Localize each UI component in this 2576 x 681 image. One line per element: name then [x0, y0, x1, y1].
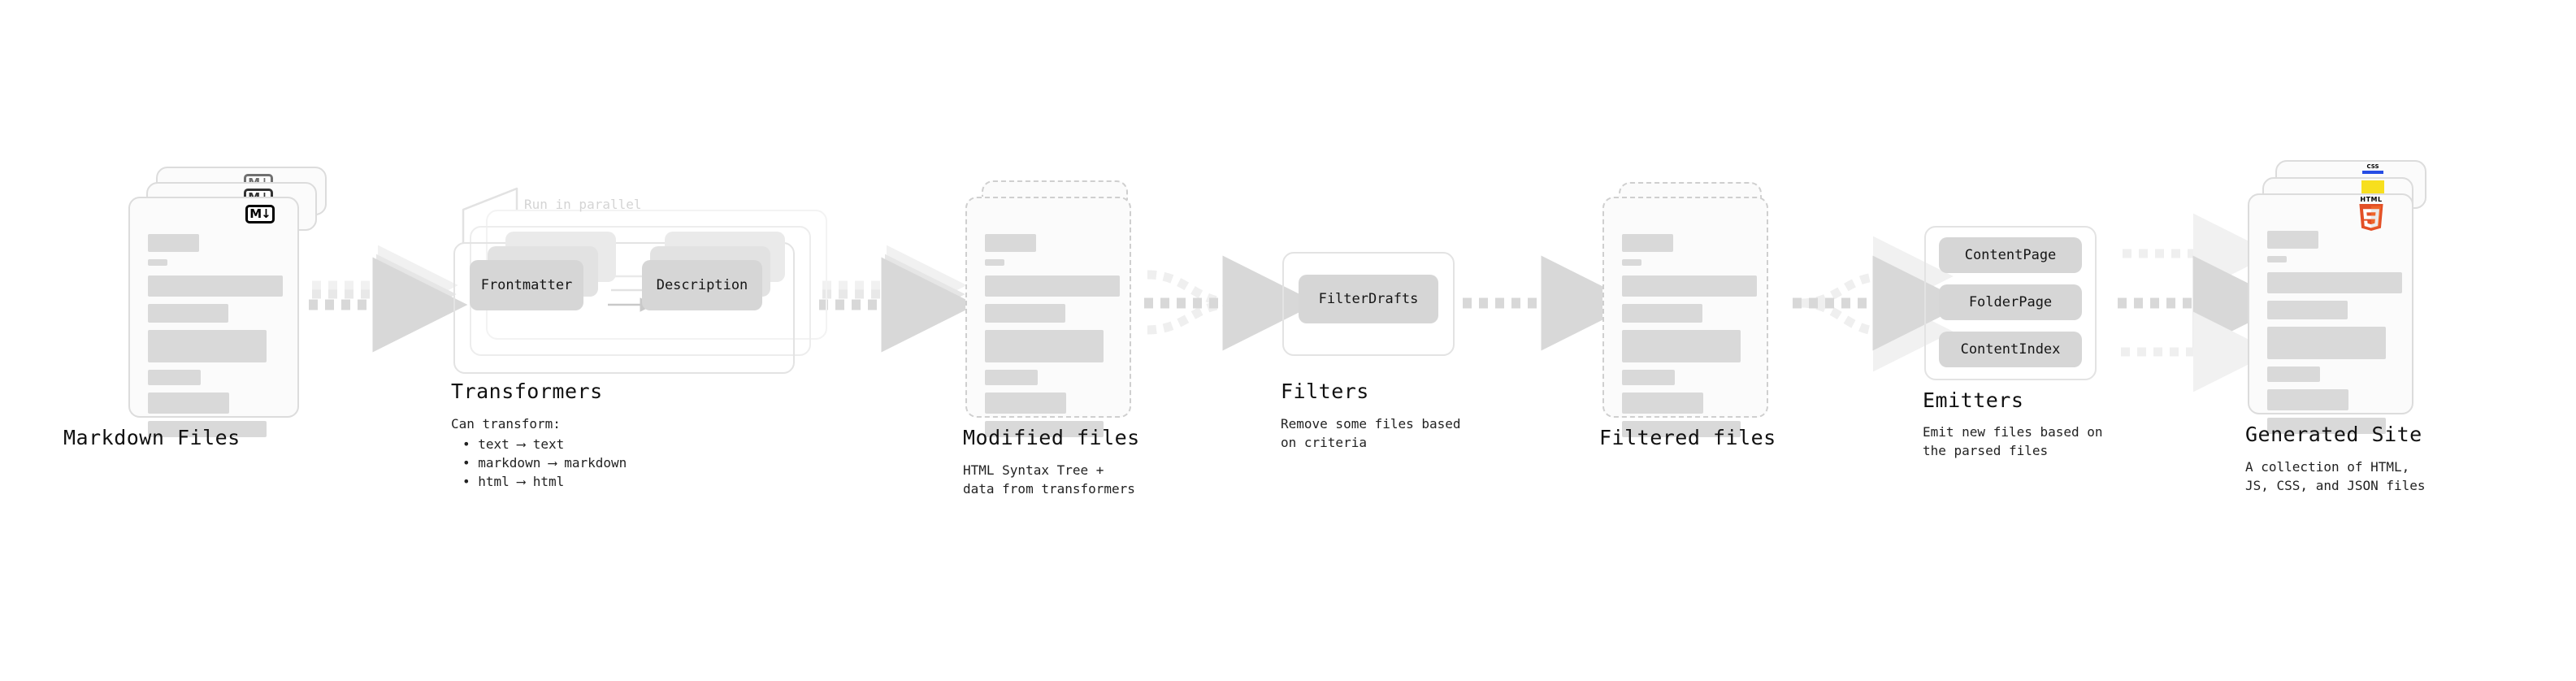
css-badge-label: CSS	[2366, 163, 2379, 170]
modified-skeleton	[985, 234, 1120, 445]
site-card-front[interactable]	[2248, 193, 2413, 434]
modified-card-front[interactable]	[965, 197, 1131, 437]
frontmatter-chip[interactable]: Frontmatter	[470, 260, 583, 310]
html5-badge-label: HTML	[2360, 196, 2383, 203]
modified-files-subtitle: HTML Syntax Tree + data from transformer…	[963, 462, 1135, 497]
css-badge-bar	[2362, 171, 2383, 174]
contentpage-chip[interactable]: ContentPage	[1939, 237, 2082, 273]
emitters-title: Emitters	[1923, 388, 2024, 412]
arrow-transformers-to-modified	[819, 245, 977, 353]
generated-site-subtitle: A collection of HTML, JS, CSS, and JSON …	[2245, 459, 2426, 494]
filtered-files-title: Filtered files	[1599, 426, 1776, 449]
arrow-filtered-to-emitters	[1793, 236, 1968, 372]
arrow-emitters-to-site	[2118, 213, 2288, 393]
transformers-bullets: • text ⟶ text • markdown ⟶ markdown • ht…	[451, 435, 627, 492]
filters-subtitle: Remove some files based on criteria	[1281, 416, 1461, 451]
arrow-markdown-to-transformers	[309, 245, 468, 353]
css-badge: CSS	[2362, 164, 2383, 176]
filterdrafts-chip[interactable]: FilterDrafts	[1299, 275, 1438, 323]
transformers-title: Transformers	[451, 380, 603, 403]
filtered-skeleton	[1622, 234, 1757, 445]
markdown-badge: M↓	[245, 205, 275, 223]
filtered-card-front[interactable]	[1602, 197, 1768, 437]
modified-files-title: Modified files	[963, 426, 1140, 449]
emitters-subtitle: Emit new files based on the parsed files	[1923, 424, 2103, 459]
filters-title: Filters	[1281, 380, 1369, 403]
transformers-bullet-2: • html ⟶ html	[462, 474, 565, 490]
site-skeleton	[2267, 231, 2402, 441]
transformers-subtitle: Can transform:	[451, 416, 561, 432]
emitters-panel[interactable]	[1924, 226, 2097, 380]
run-in-parallel-label: Run in parallel	[524, 197, 642, 212]
filters-panel[interactable]	[1282, 252, 1455, 356]
generated-site-title: Generated Site	[2245, 423, 2422, 446]
transformer-panel-front[interactable]	[453, 242, 795, 374]
html5-badge: HTML	[2357, 197, 2386, 231]
arrow-modified-to-filters	[1144, 255, 1318, 351]
markdown-files-title: Markdown Files	[63, 426, 241, 449]
markdown-skeleton	[148, 234, 283, 445]
markdown-card-front[interactable]	[128, 197, 299, 437]
contentindex-chip[interactable]: ContentIndex	[1939, 332, 2082, 367]
description-chip[interactable]: Description	[642, 260, 762, 310]
folderpage-chip[interactable]: FolderPage	[1939, 284, 2082, 320]
transformers-bullet-1: • markdown ⟶ markdown	[462, 455, 627, 471]
html5-shield-icon	[2359, 204, 2383, 231]
js-badge	[2361, 180, 2384, 193]
transformers-bullet-0: • text ⟶ text	[462, 436, 565, 452]
